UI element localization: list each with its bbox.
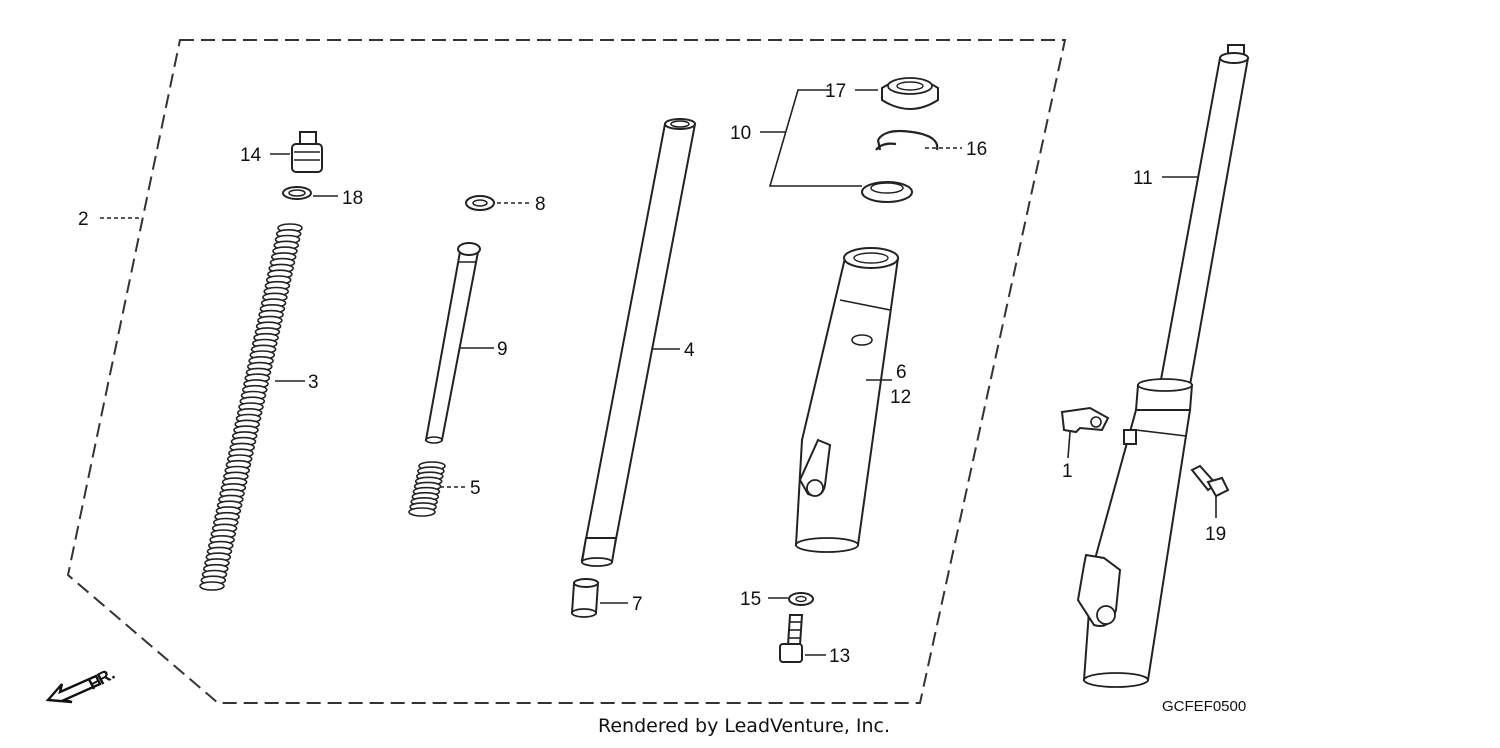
- part-4-fork-pipe: [580, 118, 697, 567]
- part-1-clamp: [1060, 406, 1110, 434]
- part-16-stopper-clip: [875, 129, 939, 151]
- bracket-10: [768, 89, 862, 187]
- callout-7: 7: [632, 594, 643, 615]
- callout-16: 16: [966, 139, 987, 160]
- callout-14: 14: [240, 145, 262, 166]
- callout-2: 2: [78, 209, 89, 230]
- callout-8: 8: [535, 194, 546, 215]
- part-17-dust-seal: [881, 77, 939, 110]
- callout-17: 17: [825, 81, 846, 102]
- part-6-bottom-case: [794, 247, 900, 553]
- callout-11: 11: [1133, 168, 1153, 189]
- callout-6: 6: [896, 362, 907, 383]
- part-14-fork-bolt: [291, 131, 323, 173]
- diagram-code: GCFEF0500: [1162, 698, 1246, 715]
- part-7-oil-lock-piece: [570, 578, 600, 618]
- kit-boundary: [66, 39, 1067, 704]
- part-19-bolt: [1190, 464, 1230, 498]
- callout-9: 9: [497, 339, 508, 360]
- part-3-fork-spring: [199, 223, 303, 591]
- callout-15: 15: [740, 589, 761, 610]
- part-13-socket-bolt: [779, 614, 804, 663]
- part-8-piston-ring: [465, 195, 495, 211]
- callout-10: 10: [730, 123, 751, 144]
- callout-1: 1: [1062, 461, 1073, 482]
- callout-13: 13: [829, 646, 850, 667]
- render-credit: Rendered by LeadVenture, Inc.: [598, 715, 890, 737]
- part-10-oil-seal: [861, 181, 913, 203]
- spring-coil: [408, 507, 436, 517]
- callout-5: 5: [470, 478, 481, 499]
- part-9-fork-piston: [424, 242, 481, 444]
- leader-1: [1067, 431, 1071, 459]
- part-11-fork-assembly: [1076, 44, 1250, 688]
- callout-4: 4: [684, 340, 695, 361]
- front-direction-arrow: FR.: [45, 664, 118, 704]
- callout-18: 18: [342, 188, 363, 209]
- callout-19: 19: [1205, 524, 1226, 545]
- callout-3: 3: [308, 372, 319, 393]
- part-15-washer: [788, 592, 814, 606]
- part-18-o-ring: [282, 186, 312, 200]
- spring-coil: [199, 581, 225, 591]
- callout-12: 12: [890, 387, 911, 408]
- part-5-rebound-spring: [408, 461, 446, 517]
